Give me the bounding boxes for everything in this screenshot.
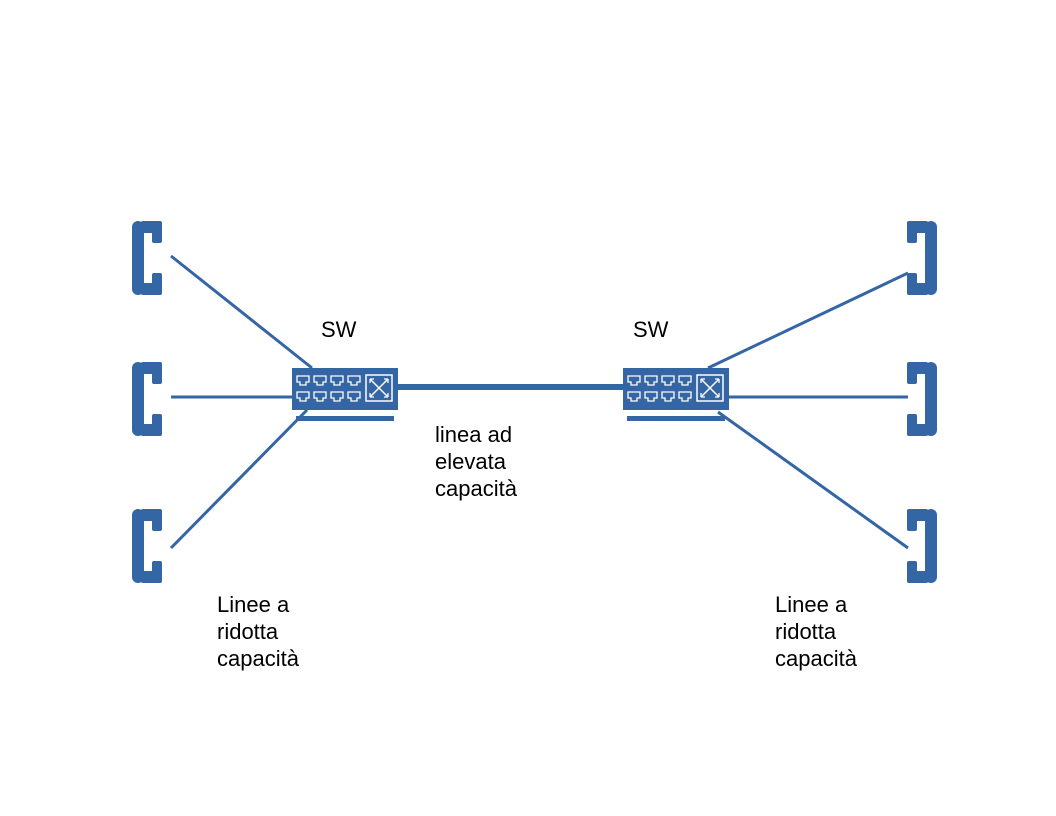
- access-lines-label-left: Linee a ridotta capacità: [217, 592, 299, 671]
- telephone-handset-icon: [132, 362, 162, 436]
- access-line-left-bottom: [169, 408, 309, 550]
- telephone-handset-icon: [132, 221, 162, 295]
- network-switch-icon-right: [623, 368, 729, 421]
- connection-lines: [169, 254, 909, 550]
- trunk-line-label: linea ad elevata capacità: [435, 422, 517, 501]
- network-switch-icon-left: [292, 368, 398, 421]
- telephone-handset-icon: [907, 509, 937, 583]
- telephone-handset-icon: [907, 362, 937, 436]
- access-lines-label-right: Linee a ridotta capacità: [775, 592, 857, 671]
- access-line-right-bottom: [717, 410, 909, 550]
- access-line-left-top: [170, 254, 313, 370]
- switch-label-right: SW: [633, 317, 669, 342]
- access-line-right-top: [707, 271, 909, 370]
- switch-label-left: SW: [321, 317, 357, 342]
- telephone-handset-icon: [907, 221, 937, 295]
- telephone-handset-icon: [132, 509, 162, 583]
